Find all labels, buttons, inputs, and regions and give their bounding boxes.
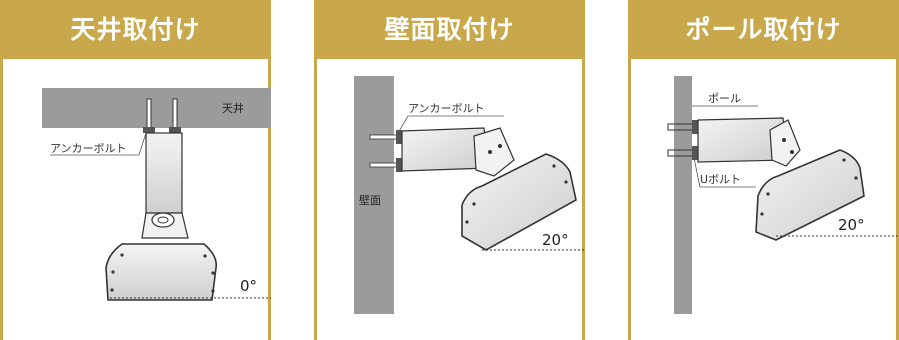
panel-title: ポール取付け [628,0,899,59]
angle-label: 0° [240,277,257,295]
panel-frame [0,0,271,340]
heater-body [461,153,577,251]
pole-surface [674,76,692,314]
ubolt-label: Uボルト [700,173,741,186]
pole-label: ポール [708,92,741,105]
angle-label: 20° [542,231,569,249]
heater-body [105,243,218,301]
wall-mount-diagram: 壁面 アンカーボルト 20° [354,76,585,314]
wall-label: 壁面 [359,193,381,207]
panel-ceiling-mount: 天井取付け 天井 アンカーボルト 0° [0,0,271,340]
pole-mount-diagram: ポール Uボルト 20° [667,76,899,314]
wall-surface [354,76,394,314]
panel-wall-mount: 壁面取付け 壁面 アンカーボルト 20° [314,0,585,340]
panel-title: 壁面取付け [314,0,585,59]
ceiling-label: 天井 [222,101,244,115]
angle-label: 20° [838,216,865,234]
panel-frame [314,0,585,340]
heater-body [755,149,865,241]
panel-title: 天井取付け [0,0,271,59]
ceiling-surface [42,88,271,128]
ceiling-mount-diagram: 天井 アンカーボルト 0° [42,88,271,301]
panel-frame [628,0,899,340]
bolt-label: アンカーボルト [50,142,127,155]
bolt-label: アンカーボルト [408,102,485,115]
mount-bracket [145,132,183,214]
panel-pole-mount: ポール取付け ポール Uボルト 20° [628,0,899,340]
